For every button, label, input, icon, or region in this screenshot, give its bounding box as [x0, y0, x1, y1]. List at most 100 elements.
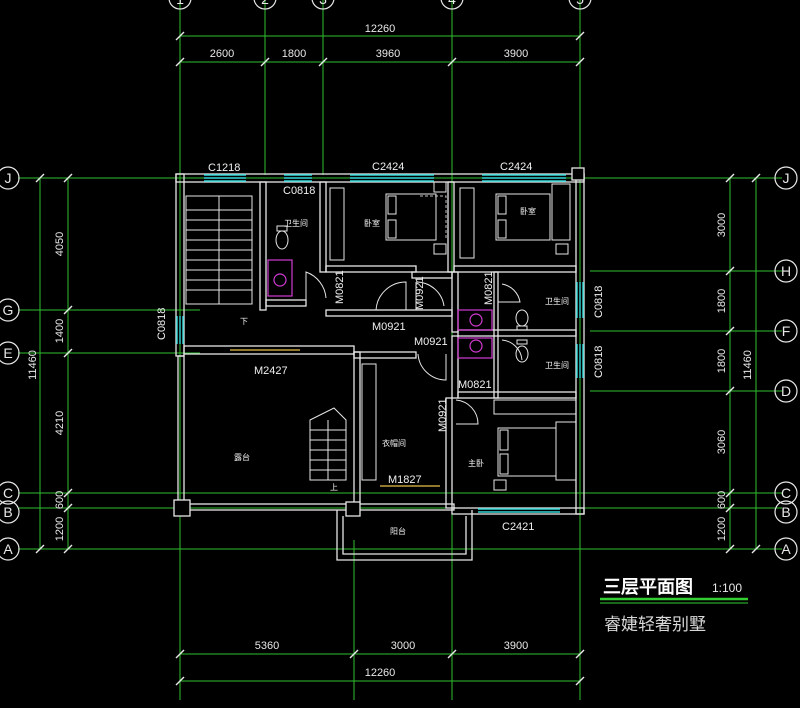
window-c0818-top	[284, 174, 312, 182]
label-c1218: C1218	[208, 162, 240, 174]
wall-bedroom1-south	[325, 265, 417, 273]
axis-label-right-j: J	[783, 170, 790, 186]
axis-label-top-4: 4	[448, 0, 456, 7]
dim-right-total: 11460	[742, 350, 754, 380]
wall-balcony	[336, 510, 473, 561]
window-c0818-left	[176, 316, 184, 344]
room-master: 主卧	[468, 458, 484, 468]
dim-top-seg-3: 3960	[376, 48, 400, 60]
axis-label-left-j: J	[5, 170, 12, 186]
windows	[176, 174, 584, 513]
wall-mid-corridor	[325, 309, 453, 317]
label-c2424-a: C2424	[372, 161, 404, 173]
dim-bottom-seg-2: 3000	[391, 640, 415, 652]
room-bath-3: 卫生间	[545, 360, 569, 370]
dim-top-total: 12260	[365, 23, 396, 35]
wall-bath3-west	[451, 335, 459, 399]
dim-top-seg-2: 1800	[282, 48, 306, 60]
room-terrace: 露台	[234, 452, 250, 462]
label-c0818-right-b: C0818	[593, 346, 605, 378]
label-m0921-d: M0921	[437, 398, 449, 432]
label-c0818-top: C0818	[283, 185, 315, 197]
wall-master-south	[451, 507, 585, 515]
room-bedroom-2: 卧室	[520, 206, 536, 216]
column-balcony	[345, 501, 361, 517]
wardrobes	[329, 187, 577, 481]
label-m0821-c: M0821	[458, 379, 492, 391]
bed-bedroom-2	[495, 183, 571, 255]
wall-bedroom2-south	[453, 265, 577, 273]
dim-right-seg-6: 1200	[716, 517, 728, 541]
wall-closet-east	[445, 397, 453, 509]
wall-bath2-west	[451, 271, 459, 333]
wall-bath-split	[493, 271, 499, 399]
window-c0818-right-b	[576, 344, 584, 378]
dim-left-seg-5: 1200	[54, 517, 66, 541]
label-stair-up: 上	[330, 483, 338, 492]
label-m2427: M2427	[254, 365, 288, 377]
label-m0821-b: M0821	[483, 271, 495, 305]
wall-bath2-south	[457, 329, 577, 337]
wall-stair-east	[259, 181, 267, 311]
axis-label-right-d: D	[781, 383, 791, 399]
dim-top-seg-4: 3900	[504, 48, 528, 60]
drawing-title: 三层平面图	[603, 577, 693, 598]
toilets	[275, 225, 529, 363]
door-swings	[305, 271, 523, 425]
axis-label-right-c: C	[781, 485, 791, 501]
dim-right-seg-2: 1800	[716, 289, 728, 313]
wall-closet-west	[353, 351, 361, 505]
wall-bath1-south	[265, 299, 307, 307]
wall-bath1-east	[319, 181, 327, 273]
window-c1218	[204, 174, 246, 182]
bed-master	[493, 421, 577, 491]
label-c2421: C2421	[502, 521, 534, 533]
dim-left-seg-1: 4050	[54, 232, 66, 256]
label-stair-down: 下	[240, 317, 248, 326]
wall-bath3-south	[457, 391, 577, 399]
dim-right-seg-4: 3060	[716, 430, 728, 454]
wall-outer-west-lower	[177, 355, 185, 509]
dim-left-seg-2: 1400	[54, 319, 66, 343]
dim-bottom-seg-3: 3900	[504, 640, 528, 652]
axis-label-left-b: B	[3, 504, 12, 520]
stair-upper	[185, 195, 253, 305]
axis-label-top-1: 1	[176, 0, 184, 7]
title-block: 三层平面图 1:100 睿婕轻奢别墅	[600, 577, 748, 635]
bed-bedroom-1	[385, 181, 447, 255]
room-closet: 衣帽间	[382, 438, 406, 448]
project-name: 睿婕轻奢别墅	[604, 615, 706, 635]
opening-labels: C1218 C2424 C2424 C0818 C0818 C0818 C081…	[156, 161, 605, 533]
room-bath-1: 卫生间	[284, 218, 308, 228]
axis-label-top-3: 3	[319, 0, 327, 7]
dim-bottom-total: 12260	[365, 667, 396, 679]
axis-label-right-h: H	[781, 263, 791, 279]
window-c2424-b	[482, 174, 566, 182]
label-m0821-a: M0821	[334, 270, 346, 304]
dim-left-total: 11460	[27, 350, 39, 380]
window-c0818-right-a	[576, 282, 584, 318]
axis-label-right-b: B	[781, 504, 790, 520]
stair-lower	[309, 407, 347, 481]
dim-right-seg-5: 600	[716, 491, 728, 509]
dim-left-seg-3: 4210	[54, 411, 66, 435]
label-m0921-c: M0921	[414, 336, 448, 348]
dimension-ticks	[35, 31, 761, 686]
dim-right-seg-3: 1800	[716, 349, 728, 373]
walls	[173, 167, 585, 561]
wall-corridor-south	[183, 345, 355, 355]
column-ne	[571, 167, 585, 181]
wall-closet-north	[353, 351, 417, 359]
window-c2424-a	[350, 174, 434, 182]
label-m0921-b: M0921	[372, 321, 406, 333]
drawing-scale: 1:100	[712, 581, 742, 595]
axis-label-right-f: F	[782, 323, 791, 339]
room-balcony: 阳台	[390, 526, 406, 536]
window-c2421	[478, 508, 560, 513]
axis-label-left-c: C	[3, 485, 13, 501]
label-m1827: M1827	[388, 474, 422, 486]
wall-bedroom1-east	[447, 181, 455, 273]
axis-label-left-a: A	[3, 541, 13, 557]
room-bedroom-1: 卧室	[364, 218, 380, 228]
